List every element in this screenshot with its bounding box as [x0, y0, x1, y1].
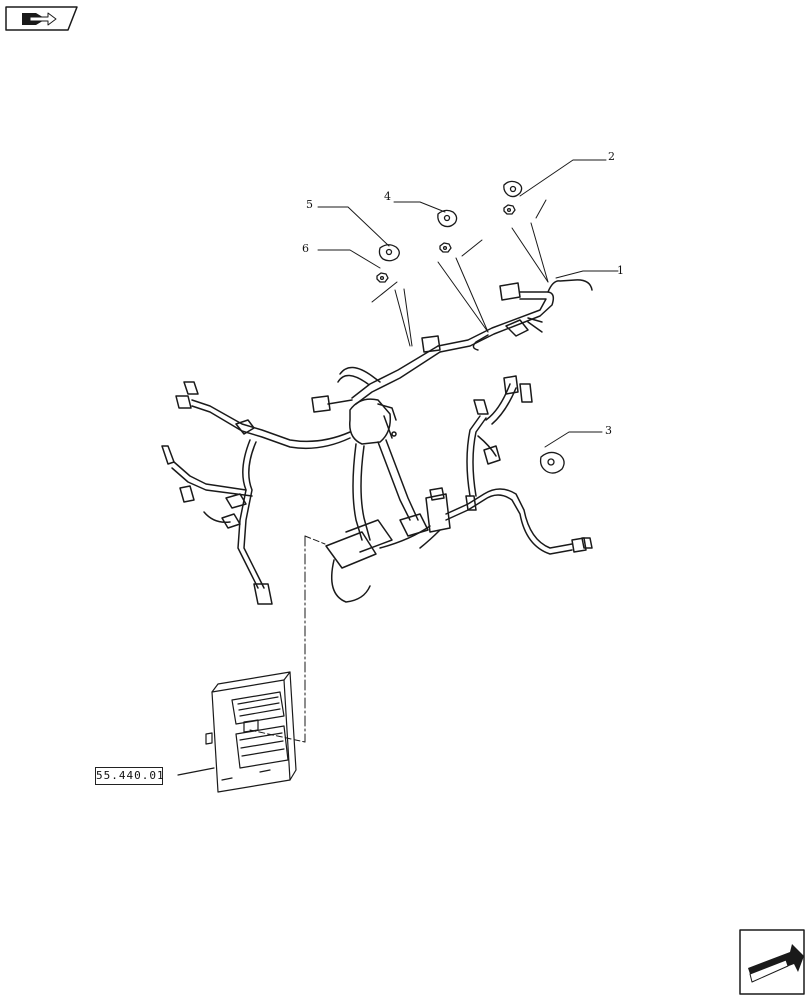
nut-part-6	[376, 272, 389, 283]
next-page-arrow-icon[interactable]	[739, 929, 805, 995]
book-arrow-icon[interactable]	[5, 6, 78, 31]
clip-part-4	[437, 209, 458, 228]
clip-part-3	[539, 451, 565, 474]
callout-5: 5	[306, 198, 313, 211]
nut-part-4	[439, 242, 452, 253]
callout-leaders	[317, 159, 619, 448]
callout-3: 3	[605, 424, 612, 437]
callout-4: 4	[384, 190, 391, 203]
assembly-lines	[249, 199, 549, 743]
main-harness	[161, 279, 593, 605]
callout-6: 6	[302, 242, 309, 255]
callout-2: 2	[608, 150, 615, 163]
callout-1: 1	[617, 264, 624, 277]
ecu-module	[177, 671, 297, 793]
clip-part-2	[503, 180, 523, 198]
clip-part-5	[378, 244, 400, 262]
nut-part-2	[503, 204, 516, 215]
reference-box[interactable]: 55.440.01	[95, 767, 164, 785]
